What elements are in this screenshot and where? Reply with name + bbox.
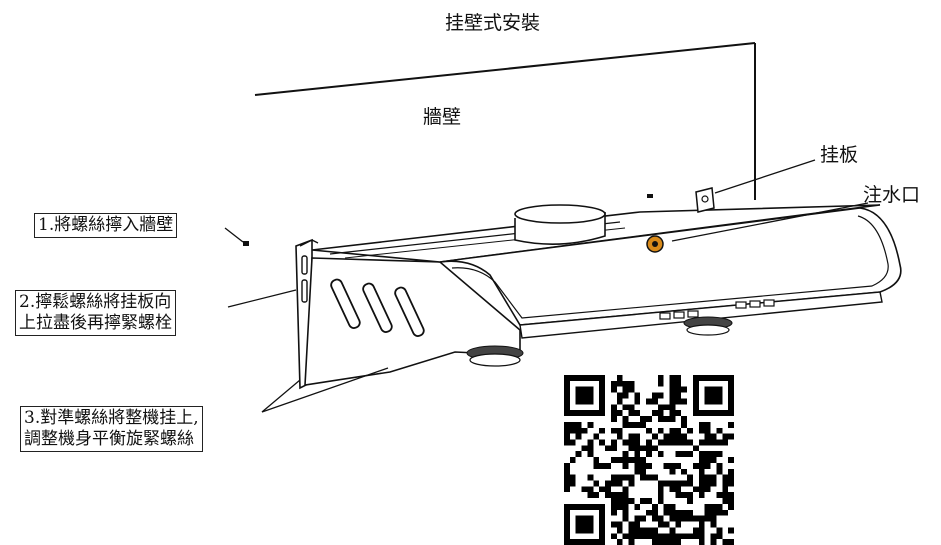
control-buttons (659, 299, 775, 320)
diagram-title: 挂壁式安裝 (445, 12, 541, 34)
step-1-callout: 1.將螺絲擰入牆壁 (34, 213, 178, 238)
step-1-text: 1.將螺絲擰入牆壁 (38, 215, 174, 235)
wall-label: 牆壁 (423, 106, 462, 128)
step-3-text-line-2: 調整機身平衡旋緊螺絲 (24, 429, 194, 449)
right-hanging-plate (695, 187, 715, 213)
bottom-lights (466, 316, 733, 367)
step-2-callout: 2.擰鬆螺絲將挂板向 上拉盡後再擰緊螺栓 (15, 290, 176, 336)
side-vent-slots (330, 278, 425, 337)
hood-front-face (439, 207, 902, 326)
step-2-text-line-2: 上拉盡後再擰緊螺栓 (19, 313, 172, 333)
qr-code-icon (564, 375, 734, 545)
step-3-text-line-1: 3.對準螺絲將整機挂上, (24, 408, 199, 428)
step-3-callout: 3.對準螺絲將整機挂上, 調整機身平衡旋緊螺絲 (20, 406, 203, 452)
screw-icon (243, 194, 653, 246)
hanging-plate-label: 挂板 (820, 144, 859, 166)
step-2-text-line-1: 2.擰鬆螺絲將挂板向 (19, 292, 172, 312)
wall-top-edge (254, 42, 756, 96)
duct-collar (514, 204, 606, 245)
water-inlet-label: 注水口 (863, 184, 921, 206)
